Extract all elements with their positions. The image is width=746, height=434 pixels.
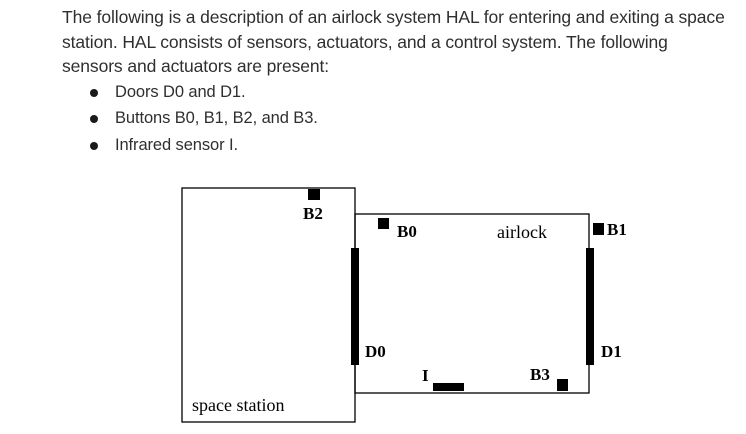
intro-text: The following is a description of an air… <box>62 5 732 158</box>
label-d1: D1 <box>601 342 622 361</box>
label-b2: B2 <box>303 204 323 223</box>
infrared-sensor-i <box>433 383 464 391</box>
component-list: Doors D0 and D1. Buttons B0, B1, B2, and… <box>62 79 732 159</box>
door-d1 <box>586 248 594 365</box>
label-d0: D0 <box>365 342 386 361</box>
list-item: Infrared sensor I. <box>62 132 732 159</box>
label-b0: B0 <box>397 222 417 241</box>
button-b3 <box>557 379 568 391</box>
label-b3: B3 <box>530 365 550 384</box>
button-b2 <box>308 189 320 200</box>
label-i: I <box>422 366 429 385</box>
bullet-doors: Doors D0 and D1. <box>115 82 246 101</box>
bullet-icon <box>90 141 98 150</box>
space-station-label: space station <box>192 395 284 415</box>
intro-paragraph: The following is a description of an air… <box>62 7 725 76</box>
airlock-box <box>354 213 590 394</box>
button-b1 <box>593 223 604 235</box>
door-d0 <box>351 248 359 365</box>
space-station-box <box>181 187 356 423</box>
airlock-label: airlock <box>497 222 547 242</box>
label-b1: B1 <box>607 220 627 239</box>
bullet-sensor: Infrared sensor I. <box>115 135 238 154</box>
bullet-buttons: Buttons B0, B1, B2, and B3. <box>115 109 318 127</box>
bullet-icon <box>90 115 98 123</box>
button-b0 <box>378 218 389 229</box>
bullet-icon <box>90 88 98 97</box>
list-item: Doors D0 and D1. <box>62 79 732 106</box>
list-item: Buttons B0, B1, B2, and B3. <box>62 105 732 132</box>
